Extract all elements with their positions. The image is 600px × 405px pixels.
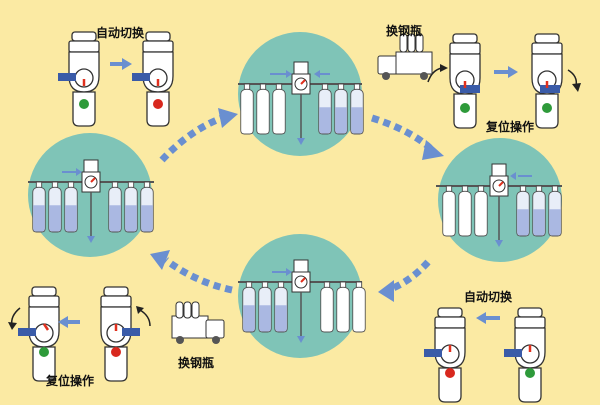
label-reset-operation-bottom: 复位操作: [46, 374, 95, 388]
label-change-bottle-bottom: 换钢瓶: [178, 356, 215, 370]
regulator-icon: [424, 307, 466, 403]
rotate-arrow-icon: [567, 69, 578, 87]
label-auto-switch-top: 自动切换: [96, 26, 145, 40]
manifold-left: [28, 159, 154, 243]
label-reset-operation-top: 复位操作: [486, 120, 535, 134]
regulator-icon: [449, 33, 481, 129]
regulator-icon: [58, 31, 100, 127]
manifold-bottom: [238, 259, 366, 343]
manifold-top: [238, 61, 364, 145]
regulator-icon: [504, 307, 546, 403]
regulator-icon: [531, 33, 563, 129]
label-auto-switch-bottom: 自动切换: [464, 290, 513, 304]
truck-icon: [171, 301, 225, 344]
rotate-arrow-icon: [139, 309, 151, 327]
manifold-right: [436, 163, 562, 247]
cycle-arrowheads: [150, 108, 444, 302]
regulator-icon: [18, 286, 60, 382]
regulator-icon: [132, 31, 174, 127]
label-change-bottle-top: 换钢瓶: [386, 24, 423, 38]
truck-icon: [377, 33, 433, 80]
regulator-icon: [100, 286, 140, 382]
